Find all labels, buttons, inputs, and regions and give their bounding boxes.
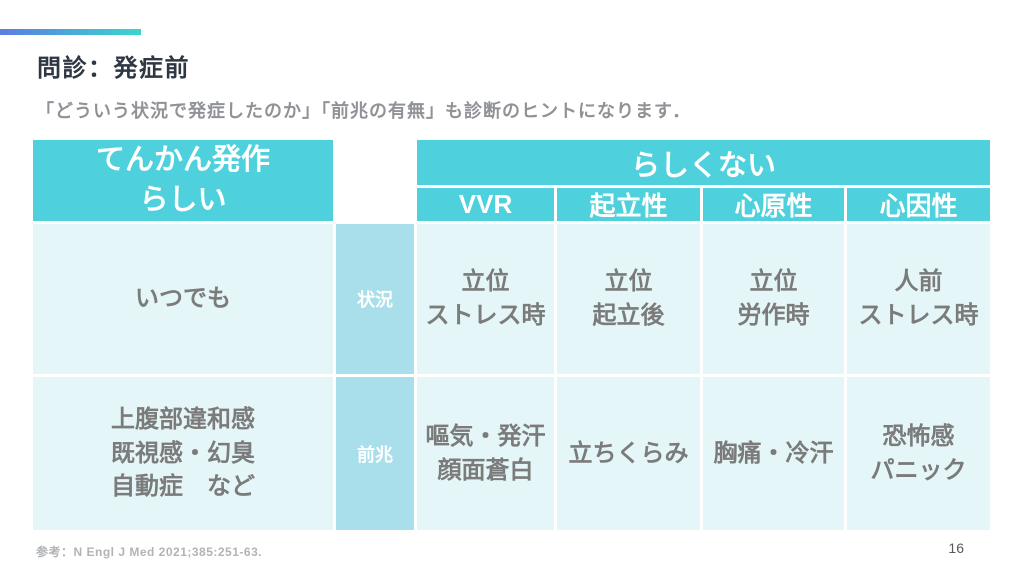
cell-situation-vvr: 立位 ストレス時 — [417, 224, 554, 374]
cell-situation-psychogenic: 人前 ストレス時 — [847, 224, 990, 374]
reference-citation: 参考：N Engl J Med 2021;385:251-63. — [36, 545, 263, 559]
row-label-situation: 状況 — [336, 224, 414, 374]
accent-bar — [0, 29, 141, 35]
cell-situation-cardiogenic: 立位 労作時 — [703, 224, 844, 374]
column-header-psychogenic: 心因性 — [847, 188, 990, 221]
cell-aura-psychogenic: 恐怖感 パニック — [847, 377, 990, 530]
cell-aura-vvr: 嘔気・発汗 顔面蒼白 — [417, 377, 554, 530]
page-number: 16 — [948, 540, 964, 556]
column-header-orthostatic: 起立性 — [557, 188, 700, 221]
cell-situation-orthostatic: 立位 起立後 — [557, 224, 700, 374]
cell-aura-cardiogenic: 胸痛・冷汗 — [703, 377, 844, 530]
column-header-cardiogenic: 心原性 — [703, 188, 844, 221]
page-title: 問診：発症前 — [37, 55, 190, 82]
comparison-table: てんかん発作 らしい らしくない VVR 起立性 心原性 心因性 いつでも 状況… — [33, 140, 990, 530]
slide-subtitle: 「どういう状況で発症したのか」「前兆の有無」も診断のヒントになります． — [36, 101, 692, 121]
header-epilepsy-like: てんかん発作 らしい — [33, 140, 333, 221]
column-header-vvr: VVR — [417, 188, 554, 221]
row-label-aura: 前兆 — [336, 377, 414, 530]
cell-aura-epilepsy: 上腹部違和感 既視感・幻臭 自動症 など — [33, 377, 333, 530]
cell-situation-epilepsy: いつでも — [33, 224, 333, 374]
cell-aura-orthostatic: 立ちくらみ — [557, 377, 700, 530]
header-not-like: らしくない — [417, 140, 990, 185]
